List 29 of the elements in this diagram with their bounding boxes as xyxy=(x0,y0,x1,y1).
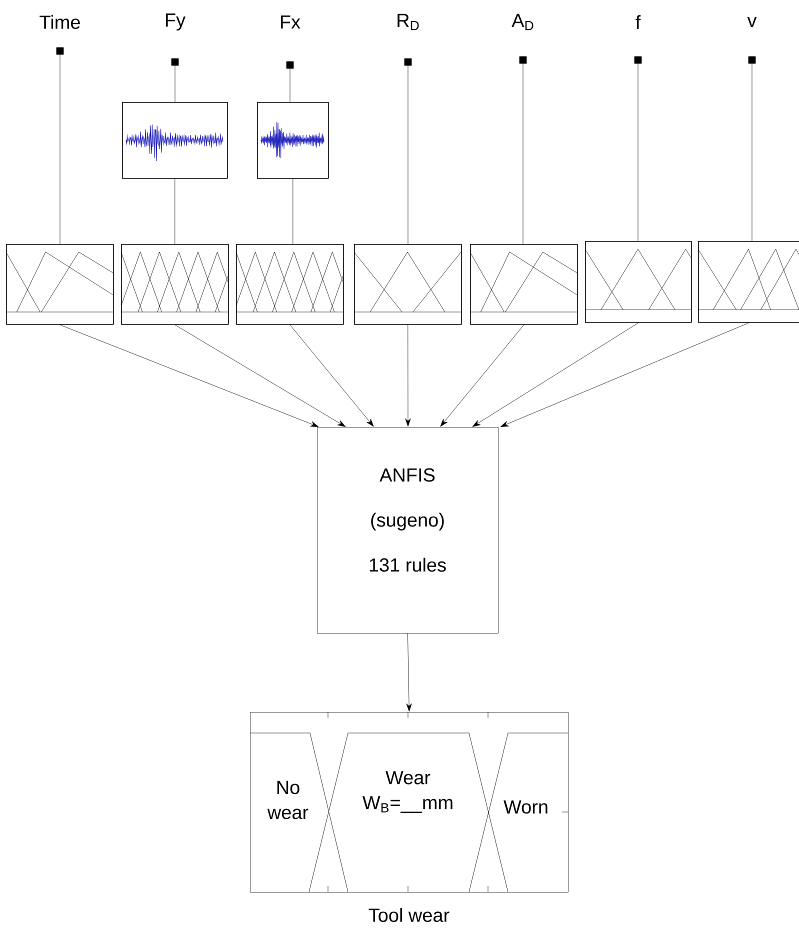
input-label: A$_{D}$ xyxy=(512,14,534,30)
class-label: No wear xyxy=(267,780,308,820)
membership-plot xyxy=(470,244,578,325)
membership-plot xyxy=(236,244,344,325)
input-label: R$_{D}$ xyxy=(398,14,419,30)
arrow xyxy=(472,322,639,427)
process-box: ANFIS (sugeno) 131 rules xyxy=(317,427,498,634)
membership-plot xyxy=(354,244,462,325)
class-label: Worn xyxy=(504,800,548,814)
arrow xyxy=(405,324,411,427)
arrow xyxy=(440,324,524,427)
axis-label: Tool wear xyxy=(368,908,450,922)
membership-plot xyxy=(6,244,114,325)
signal-plot xyxy=(257,102,329,179)
arrow xyxy=(174,324,346,427)
arrow xyxy=(60,324,319,427)
signal-plot xyxy=(122,102,228,179)
membership-plot xyxy=(121,244,229,325)
arrow xyxy=(500,322,750,427)
input-label: Fx xyxy=(281,15,300,29)
membership-plot xyxy=(585,241,692,323)
arrow xyxy=(406,633,412,712)
membership-plot xyxy=(698,241,799,323)
class-label: Wear W$_{B}$=__mm xyxy=(362,771,452,813)
input-label: Time xyxy=(40,15,80,29)
input-label: v xyxy=(747,17,757,28)
input-label: f xyxy=(636,15,641,29)
input-label: Fy xyxy=(166,14,186,30)
arrow xyxy=(290,324,374,427)
